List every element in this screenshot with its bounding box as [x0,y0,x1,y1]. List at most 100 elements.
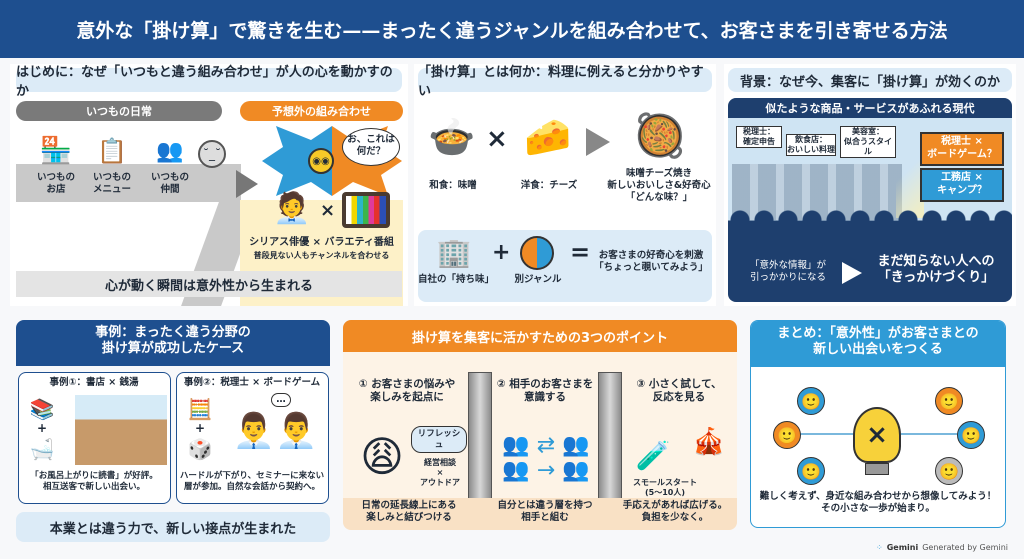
usual-friends-label: いつもの 仲間 [150,172,189,195]
avatar: 🙂 [957,421,985,449]
other-genre-label: 別ジャンル [514,274,562,285]
actor-icon: 🧑‍💼 [273,190,311,226]
pillar-1 [468,372,492,506]
kakezan-panel: 「掛け算」とは何か：料理に例えると分かりやすい 🍲 × 🧀 🥘 和食：味噌 洋食… [414,64,716,306]
point2-desc: 自分とは違う層を持つ 相手と組む [497,500,593,523]
gratin-icon: 🥘 [633,111,687,160]
worried-man-icon: 😩 [360,431,404,481]
case2-text: ハードルが下がり、セミナーに来ない 層が参加。自然な会話から契約へ。 [179,471,325,492]
avatar: 🙂 [773,421,801,449]
result-label: まだ知らない人への 「きっかけづくり」 [877,254,995,286]
crowd-front [728,210,1012,228]
plus-sign: + [37,421,48,435]
intro-panel: はじめに：なぜ「いつもと違う組み合わせ」が人の心を動かすのか いつもの日常 予想… [10,64,408,306]
background-panel: 背景：なぜ今、集客に「掛け算」が効くのか 似たような商品・サービスがあふれる現代… [724,64,1016,306]
spotlight-beam [896,154,924,218]
cases-heading: 事例：まったく違う分野の 掛け算が成功したケース [16,320,330,366]
sign-tax-boardgame: 税理士 × ボードゲーム？ [920,132,1004,166]
combo-label: シリアス俳優 × バラエティ番組 [249,237,394,248]
point1-desc: 日常の延長線上にある 楽しみと結びつける [361,500,457,523]
bored-face-icon: ˘_˘ [198,140,226,168]
plus-sign: + [195,421,206,435]
stall-salon: 美容室： 似合うスタイル [840,126,896,158]
point2-title: ② 相手のお客さまを 意識する [496,378,594,404]
food1-label: 和食：味噌 [429,180,477,191]
summary-text: 難しく考えず、身近な組み合わせから想像してみよう！ その小さな一歩が始まり。 [759,491,997,514]
cheese-icon: 🧀 [524,114,572,159]
gemini-brand: Gemini [886,543,919,552]
shop-icon: 🏪 [39,136,73,166]
points-heading: 掛け算を集客に活かすための3つのポイント [343,320,737,352]
audience-groups-icon: 👥 ⇄ 👥👥 → 👥 [502,433,590,483]
times-sign: × [486,124,508,154]
case1-text: 「お風呂上がりに読書」が好評。 相互送客で新しい出会い。 [30,471,158,492]
avatar: 🙂 [797,457,825,485]
point3-note: スモールスタート (5〜10人) [633,478,697,497]
boardgame-icon: 🎲 [187,437,213,461]
gemini-footer: ⁘ Gemini Generated by Gemini [876,543,1008,552]
page-title: 意外な「掛け算」で驚きを生む——まったく違うジャンルを組み合わせて、お客さまを引… [0,0,1024,58]
points-desc-band [343,498,737,530]
menu-icon: 📋 [97,137,127,165]
test-tube-icon: 🧪 [635,438,671,472]
stall-tax: 税理士： 確定申告 [736,126,782,148]
surprised-face-icon: ◉◉ [308,148,334,174]
avatar: 🙂 [797,387,825,415]
stage-icon: 🎪 [692,427,726,457]
pillar-2 [598,372,622,506]
case1-title: 事例①：書店 × 銭湯 [49,377,139,388]
miso-soup-icon: 🍲 [428,114,476,159]
calculator-icon: 🧮 [187,397,213,421]
summary-panel: まとめ：「意外性」がお客さまとの 新しい出会いをつくる × 🙂 🙂 🙂 🙂 🙂 … [750,320,1006,528]
usual-label: いつもの日常 [16,101,222,121]
point1-note: 経営相談 × アウトドア [420,458,460,487]
effect-label: お客さまの好奇心を刺激 「ちょっと覗いてみよう」 [594,250,708,273]
books-icon: 📚 [29,397,55,421]
cases-conclusion: 本業とは違う力で、新しい接点が生まれた [16,512,330,542]
point1-title: ① お客さまの悩みや 楽しみを起点に [358,378,456,404]
avatar: 🙂 [935,457,963,485]
formula-box [418,230,712,302]
arrow-icon [586,128,610,156]
sign-builder-camp: 工務店 × キャンプ？ [920,168,1004,202]
gemini-logo-icon: ⁘ [876,543,883,552]
genre-pie-icon [520,236,554,270]
hook-label: 「意外な情報」が 引っかかりになる [749,260,826,283]
point3-title: ③ 小さく試して、 反応を見る [636,378,722,404]
lightbulb-icon: × [853,407,901,463]
background-heading: 背景：なぜ今、集客に「掛け算」が効くのか [728,68,1012,92]
bathtub-icon: 🛁 [29,437,55,461]
points-panel: 掛け算を集客に活かすための3つのポイント ① お客さまの悩みや 楽しみを起点に … [343,320,737,530]
building-icon: 🏢 [436,235,472,269]
arrow-icon [842,262,862,284]
scene-banner: 似たような商品・サービスがあふれる現代 [728,98,1012,118]
usual-shop-label: いつもの お店 [36,172,75,195]
cases-panel: 事例：まったく違う分野の 掛け算が成功したケース 事例①：書店 × 銭湯 📚 +… [16,320,330,544]
plus-sign: + [492,240,511,265]
refresh-bubble: リフレッシュ [411,426,467,454]
food2-label: 洋食：チーズ [520,180,578,191]
avatar: 🙂 [935,387,963,415]
stall-restaurant: 飲食店： おいしい料理 [786,134,836,156]
point3-desc: 手応えがあれば広げる。 負担を少なく。 [622,500,728,523]
people-talking-illustration: 👨‍💼👨‍💼 [232,411,318,451]
case2-title: 事例②：税理士 × ボードゲーム [183,377,321,388]
speech-bubble: お、これは 何だ？ [342,128,400,166]
case1-card: 事例①：書店 × 銭湯 📚 + 🛁 「お風呂上がりに読書」が好評。 相互送客で新… [18,372,171,504]
result-label: 味噌チーズ焼き 新しいおいしさ&好奇心 「どんな味？」 [607,168,711,203]
road-graphic [16,164,241,202]
intro-heading: はじめに：なぜ「いつもと違う組み合わせ」が人の心を動かすのか [16,65,402,99]
bulb-base [865,463,889,475]
times-sign: × [866,420,888,450]
intro-conclusion: 心が動く瞬間は意外性から生まれる [16,271,402,297]
equals-sign: = [570,238,591,266]
friends-icon: 👥 [156,138,184,164]
times-sign: × [320,200,336,221]
kakezan-heading: 「掛け算」とは何か：料理に例えると分かりやすい [418,65,712,99]
usual-menu-label: いつもの メニュー [92,172,131,195]
bath-reading-illustration [75,395,167,465]
gemini-credit: Generated by Gemini [922,543,1008,552]
tv-icon [342,192,390,228]
case2-card: 事例②：税理士 × ボードゲーム 🧮 + 🎲 👨‍💼👨‍💼 … ハードルが下がり… [176,372,329,504]
summary-heading: まとめ：「意外性」がお客さまとの 新しい出会いをつくる [751,321,1005,367]
